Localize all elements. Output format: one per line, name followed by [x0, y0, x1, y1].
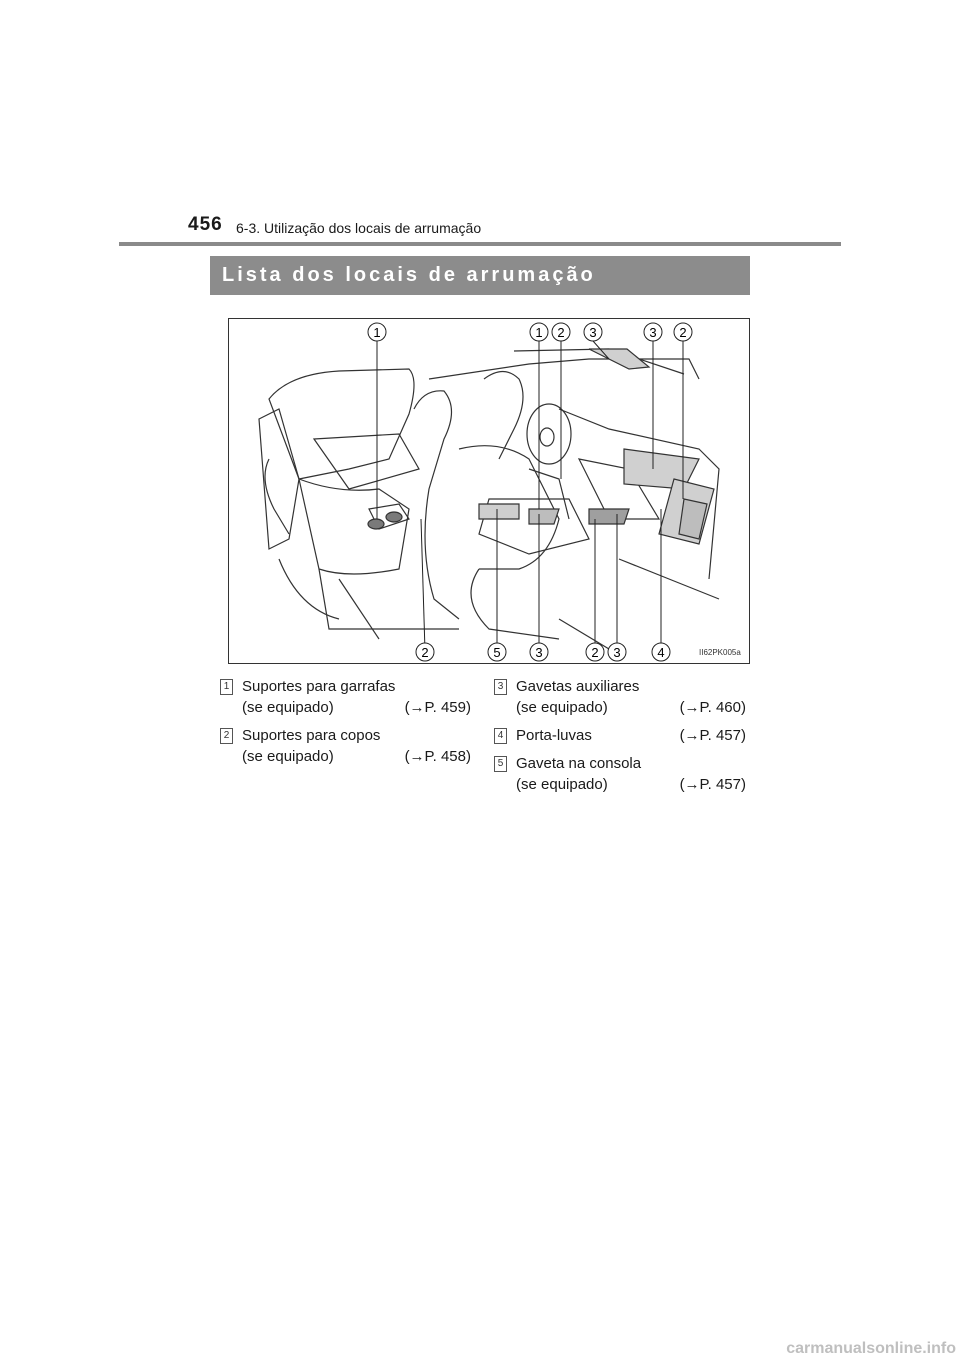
header-rule	[119, 242, 841, 246]
callout-1: 1	[535, 325, 542, 340]
legend-number: 1	[220, 679, 233, 695]
legend-sublabel: (se equipado)	[516, 699, 608, 716]
page-number: 456	[188, 214, 223, 235]
legend-number: 2	[220, 728, 233, 744]
callout-numbers: 1 1 2 3 3 2 2 5 3 2 3 4	[367, 322, 693, 662]
callout-3: 3	[649, 325, 656, 340]
callout-2: 2	[679, 325, 686, 340]
figure-code: II62PK005a	[699, 648, 741, 657]
legend-item-3: 3 Gavetas auxiliares (se equipado) (→P. …	[494, 676, 746, 718]
legend-number: 4	[494, 728, 507, 744]
legend-item-2: 2 Suportes para copos (se equipado) (→P.…	[220, 725, 471, 767]
page-reference-link[interactable]: (→P. 457)	[679, 727, 746, 744]
legend-label: Suportes para garrafas	[242, 678, 396, 695]
page-reference-link[interactable]: (→P. 458)	[404, 748, 471, 765]
legend-sublabel: (se equipado)	[242, 748, 334, 765]
callout-1: 1	[373, 325, 380, 340]
callout-5: 5	[493, 645, 500, 660]
car-interior-drawing	[258, 348, 720, 650]
legend-item-4: 4 Porta-luvas (→P. 457)	[494, 725, 746, 746]
watermark-text: carmanualsonline.info	[786, 1340, 956, 1357]
legend-number: 3	[494, 679, 507, 695]
callout-4: 4	[657, 645, 664, 660]
page-reference-link[interactable]: (→P. 460)	[679, 699, 746, 716]
callout-3: 3	[613, 645, 620, 660]
legend-sublabel: (se equipado)	[242, 699, 334, 716]
callout-2: 2	[557, 325, 564, 340]
legend-label: Porta-luvas	[516, 727, 592, 744]
legend-label: Suportes para copos	[242, 727, 381, 744]
legend-sublabel: (se equipado)	[516, 776, 608, 793]
legend-item-5: 5 Gaveta na consola (se equipado) (→P. 4…	[494, 753, 746, 795]
page-reference-link[interactable]: (→P. 457)	[679, 776, 746, 793]
callout-3: 3	[589, 325, 596, 340]
legend-item-1: 1 Suportes para garrafas (se equipado) (…	[220, 676, 471, 718]
section-title: Lista dos locais de arrumação	[210, 256, 750, 295]
legend-label: Gaveta na consola	[516, 755, 642, 772]
callout-2: 2	[591, 645, 598, 660]
callout-leader-lines	[376, 340, 684, 652]
page-reference-link[interactable]: (→P. 459)	[404, 699, 471, 716]
callout-3: 3	[535, 645, 542, 660]
interior-figure: 1 1 2 3 3 2 2 5 3 2 3 4 II62PK005a	[228, 318, 750, 664]
chapter-title: 6-3. Utilização dos locais de arrumação	[236, 220, 482, 236]
legend-label: Gavetas auxiliares	[516, 678, 640, 695]
legend-number: 5	[494, 756, 507, 772]
callout-2: 2	[421, 645, 428, 660]
